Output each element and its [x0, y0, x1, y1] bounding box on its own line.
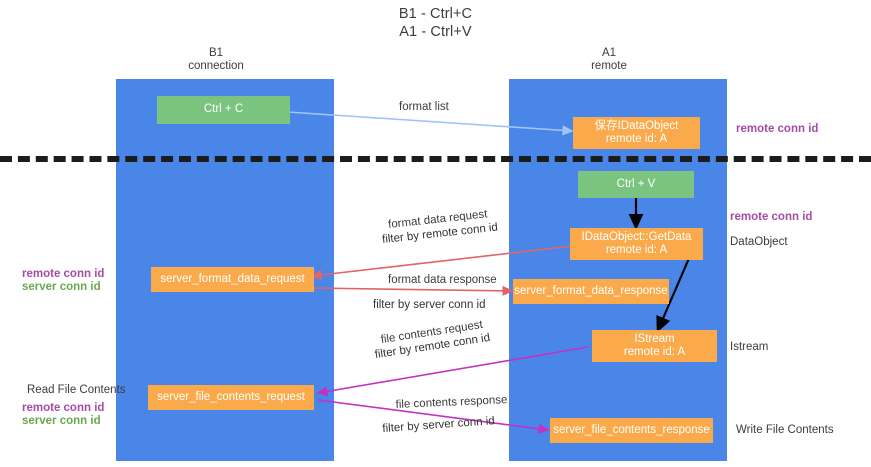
node-idataobject-subtitle: remote id: A: [605, 133, 668, 145]
node-istream-subtitle: remote id: A: [623, 346, 686, 358]
column-header-a1: A1 remote: [509, 47, 709, 73]
edge-label-format-list: format list: [399, 101, 449, 113]
left-label-read-file-contents: Read File Contents: [27, 384, 126, 396]
node-idataobject[interactable]: 保存IDataObject remote id: A: [573, 117, 700, 149]
node-server-file-contents-response-label: server_file_contents_response: [553, 423, 710, 436]
column-header-b1: B1 connection: [116, 47, 316, 73]
node-getdata-subtitle: remote id: A: [605, 244, 668, 256]
filter-prefix: filter by: [374, 343, 416, 362]
node-istream[interactable]: IStream remote id: A: [592, 330, 717, 362]
node-server-format-data-response-label: server_format_data_response: [514, 284, 668, 297]
column-header-b1-name: B1: [208, 47, 224, 59]
column-header-a1-name: A1: [601, 47, 617, 59]
node-ctrl-v[interactable]: Ctrl + V: [578, 171, 694, 198]
left-label-server-conn-id-bottom: server conn id: [22, 415, 101, 427]
page-title-line-1: B1 - Ctrl+C: [398, 6, 473, 22]
edge-label-format-data-response-filter: filter by server conn id: [373, 299, 486, 313]
right-label-istream: Istream: [730, 341, 769, 353]
node-server-file-contents-request[interactable]: server_file_contents_request: [148, 385, 314, 410]
node-getdata-title: IDataObject::GetData: [581, 230, 692, 243]
node-server-format-data-request[interactable]: server_format_data_request: [151, 267, 314, 292]
filter-key-server-conn-id: server conn id: [422, 415, 496, 433]
node-ctrl-c-label: Ctrl + C: [203, 103, 244, 116]
section-divider: [0, 156, 871, 162]
edge-label-file-contents-response-filter: filter by server conn id: [382, 415, 495, 436]
filter-prefix: filter by: [382, 420, 424, 436]
left-label-remote-conn-id-mid: remote conn id: [22, 268, 105, 280]
node-ctrl-c[interactable]: Ctrl + C: [157, 96, 290, 124]
left-label-remote-conn-id-bottom: remote conn id: [22, 402, 105, 414]
left-label-server-conn-id-mid: server conn id: [22, 281, 101, 293]
node-server-format-data-request-label: server_format_data_request: [160, 272, 305, 285]
right-label-remote-conn-id-mid: remote conn id: [730, 211, 813, 223]
node-idataobject-title: 保存IDataObject: [594, 119, 679, 132]
edge-label-format-data-response: format data response: [388, 274, 497, 286]
node-ctrl-v-label: Ctrl + V: [616, 177, 656, 190]
filter-prefix: filter by: [381, 229, 423, 247]
page-title-line-2: A1 - Ctrl+V: [399, 24, 472, 40]
edge-label-file-contents-response: file contents response: [395, 394, 508, 412]
filter-prefix: filter by: [373, 299, 414, 311]
right-label-write-file-contents: Write File Contents: [736, 424, 834, 436]
node-server-file-contents-response[interactable]: server_file_contents_response: [550, 418, 713, 443]
arrow-format-data-response: [311, 285, 514, 296]
column-header-b1-sub: connection: [188, 60, 244, 72]
right-label-remote-conn-id-top: remote conn id: [736, 123, 819, 135]
column-header-a1-sub: remote: [591, 60, 627, 72]
node-server-format-data-response[interactable]: server_format_data_response: [513, 279, 669, 304]
right-label-dataobject: DataObject: [730, 236, 788, 248]
node-server-file-contents-request-label: server_file_contents_request: [157, 390, 305, 403]
node-idataobject-getdata[interactable]: IDataObject::GetData remote id: A: [570, 228, 703, 260]
filter-key-server-conn-id: server conn id: [413, 299, 486, 311]
node-istream-title: IStream: [634, 332, 675, 345]
